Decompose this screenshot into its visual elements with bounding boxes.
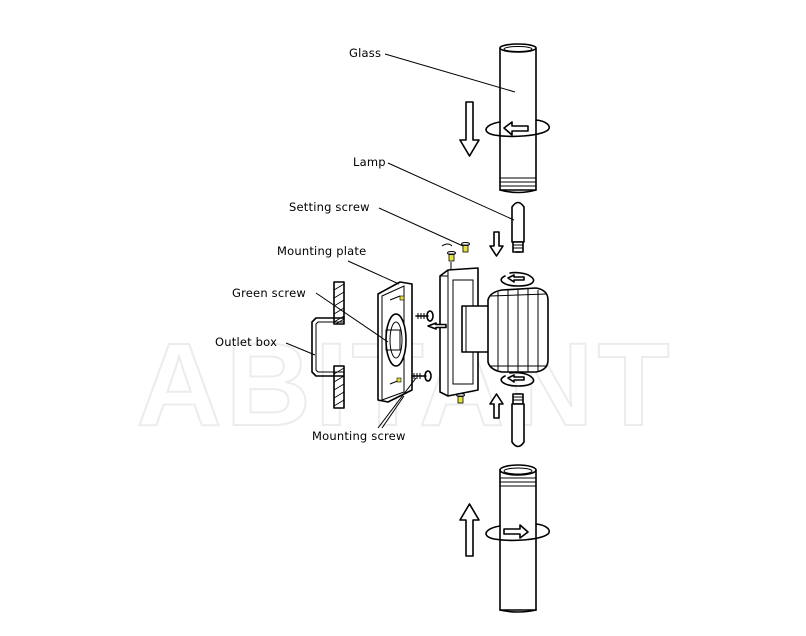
outlet-box xyxy=(311,281,345,409)
leader-mounting-plate xyxy=(347,260,400,285)
setting-screw xyxy=(441,242,470,270)
label-setting-screw: Setting screw xyxy=(289,200,370,214)
label-outlet-box: Outlet box xyxy=(215,335,277,349)
rotation-arrow-icon xyxy=(500,271,535,287)
lamp xyxy=(511,393,525,448)
label-green-screw: Green screw xyxy=(232,286,306,300)
fixture-back-plate xyxy=(439,267,479,397)
lamp xyxy=(511,201,525,253)
arrow-up-icon xyxy=(459,503,480,557)
leader-lamp xyxy=(387,162,515,221)
label-glass: Glass xyxy=(349,46,381,60)
arrow-left-icon xyxy=(427,322,447,330)
mounting-screw xyxy=(411,370,432,382)
arrow-down-icon xyxy=(459,101,480,157)
top-glass xyxy=(499,43,537,194)
label-mounting-screw: Mounting screw xyxy=(312,429,406,443)
leader-setting-screw xyxy=(378,207,464,247)
leader-mounting-screw-1 xyxy=(377,377,417,429)
rotation-arrow-icon xyxy=(500,371,535,387)
mounting-screw xyxy=(415,310,434,322)
mounting-plate xyxy=(377,281,413,403)
leader-mounting-screw-2 xyxy=(381,395,405,429)
rotation-arrow-icon xyxy=(485,119,551,138)
leader-outlet-box xyxy=(285,342,316,356)
fixture-neck xyxy=(461,305,493,353)
leader-glass xyxy=(384,53,516,93)
setting-screw xyxy=(456,393,465,404)
label-mounting-plate: Mounting plate xyxy=(277,244,366,258)
fixture-head xyxy=(487,287,549,373)
arrow-up-icon xyxy=(489,393,504,419)
label-lamp: Lamp xyxy=(353,155,386,169)
arrow-down-icon xyxy=(489,231,504,257)
rotation-arrow-icon xyxy=(485,523,551,542)
leader-green-screw xyxy=(315,292,389,343)
